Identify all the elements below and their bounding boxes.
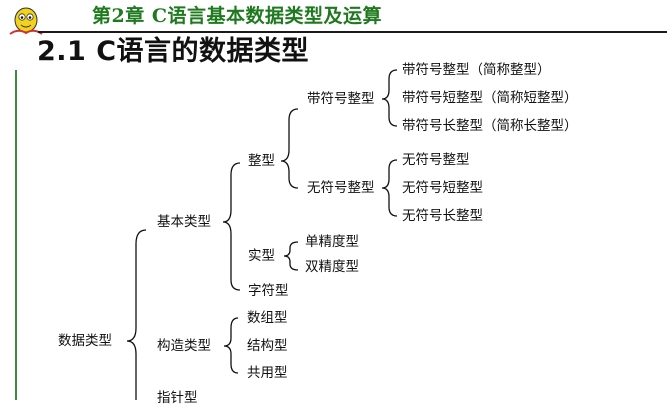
brace-signed: [381, 69, 398, 127]
left-accent-line: [15, 70, 17, 400]
brace-real: [283, 241, 299, 271]
section-title: 2.1 C语言的数据类型: [37, 36, 310, 67]
node-array: 数组型: [247, 310, 288, 326]
node-struct: 结构型: [247, 338, 288, 354]
brace-basic: [222, 162, 241, 291]
node-signed-long: 带符号长整型（简称长整型）: [402, 118, 578, 134]
node-data-types: 数据类型: [58, 333, 112, 349]
chapter-title: 第2章 C语言基本数据类型及运算: [92, 5, 382, 27]
node-unsigned-short: 无符号短整型: [402, 180, 483, 196]
node-double-precision: 双精度型: [305, 259, 359, 275]
node-unsigned-long: 无符号长整型: [402, 208, 483, 224]
node-construct-types: 构造类型: [157, 338, 211, 354]
node-integer: 整型: [248, 153, 275, 169]
node-signed-short: 带符号短整型（简称短整型）: [402, 90, 578, 106]
brace-root: [126, 229, 147, 400]
node-unsigned-integer: 无符号整型: [307, 180, 375, 196]
brace-unsigned: [381, 159, 398, 217]
node-pointer: 指针型: [157, 390, 198, 406]
node-basic-types: 基本类型: [157, 214, 211, 230]
node-single-precision: 单精度型: [305, 234, 359, 250]
cartoon-mascot-icon: [9, 7, 43, 35]
node-real: 实型: [248, 248, 275, 264]
logo: [8, 4, 44, 38]
brace-construct: [223, 317, 239, 374]
header-divider: [38, 31, 667, 33]
node-char: 字符型: [248, 283, 289, 299]
node-union: 共用型: [247, 365, 288, 381]
node-signed-int: 带符号整型（简称整型）: [402, 62, 551, 78]
brace-integer: [280, 108, 299, 189]
node-signed-integer: 带符号整型: [307, 91, 375, 107]
node-unsigned-int: 无符号整型: [402, 152, 470, 168]
